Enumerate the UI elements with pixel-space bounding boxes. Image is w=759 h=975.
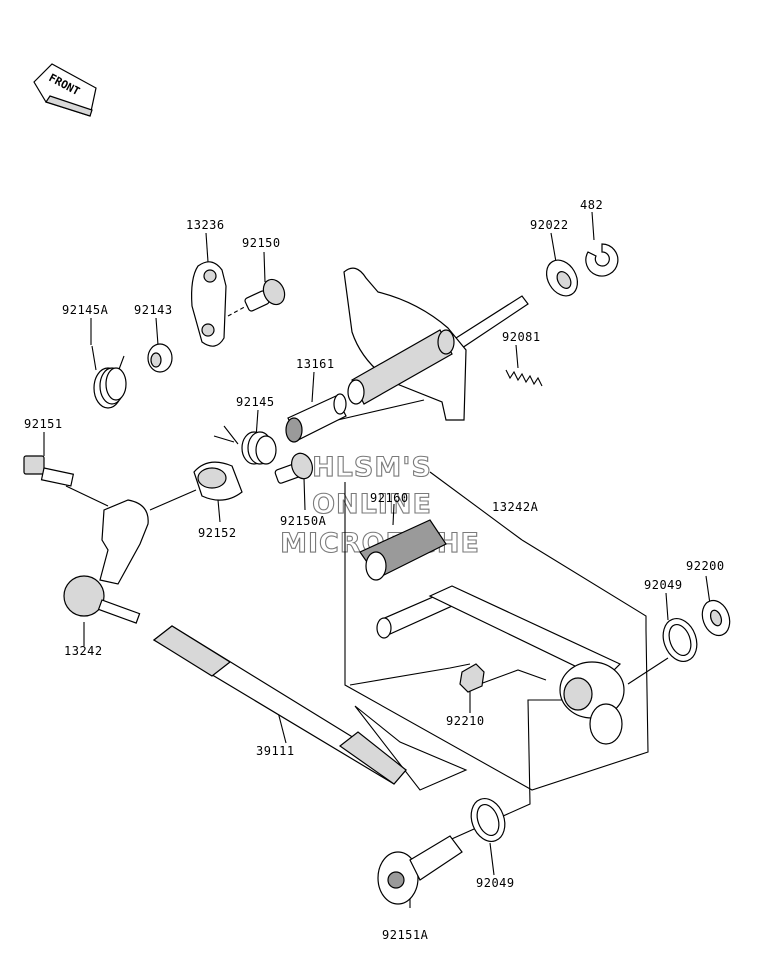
front-arrow-icon: FRONT [33, 63, 97, 117]
arm-13236 [191, 261, 227, 347]
spring-92145A [91, 345, 127, 409]
label-92200: 92200 [686, 559, 725, 573]
bolt-92151 [23, 455, 75, 487]
bolt-92151A [377, 835, 463, 905]
part-drawings [23, 243, 731, 905]
part-labels: 482 92022 13236 92150 92145A 92143 92081… [24, 198, 725, 942]
gear-13161 [285, 393, 347, 443]
label-92150: 92150 [242, 236, 281, 250]
rod-39111 [152, 625, 407, 785]
washer-92200 [701, 599, 731, 637]
spring-92081 [505, 369, 543, 387]
label-92152: 92152 [198, 526, 237, 540]
spring-92145 [213, 425, 277, 465]
label-92151A: 92151A [382, 928, 429, 942]
collar-92143 [147, 343, 173, 373]
label-13161: 13161 [296, 357, 335, 371]
label-482: 482 [580, 198, 603, 212]
rubber-92160 [359, 519, 447, 581]
nut-92210 [459, 663, 485, 693]
label-92210: 92210 [446, 714, 485, 728]
watermark-line-1: HLSM'S [312, 452, 432, 483]
collar-92152 [193, 461, 243, 501]
label-13242A: 13242A [492, 500, 539, 514]
washer-92022 [545, 259, 579, 297]
bolt-92150 [227, 278, 286, 317]
seal-92049-a [662, 618, 698, 662]
lever-13242A [376, 585, 625, 745]
label-39111: 39111 [256, 744, 295, 758]
label-92151: 92151 [24, 417, 63, 431]
seal-92049-b [470, 798, 506, 842]
circlip-482 [585, 243, 619, 277]
label-92160: 92160 [370, 491, 409, 505]
arm-13242 [63, 499, 149, 624]
bolt-92150A [274, 452, 313, 484]
label-92022: 92022 [530, 218, 569, 232]
label-92143: 92143 [134, 303, 173, 317]
label-92049-b: 92049 [476, 876, 515, 890]
label-13236: 13236 [186, 218, 225, 232]
label-92049-a: 92049 [644, 578, 683, 592]
label-13242: 13242 [64, 644, 103, 658]
label-92145A: 92145A [62, 303, 109, 317]
label-92081: 92081 [502, 330, 541, 344]
label-92145: 92145 [236, 395, 275, 409]
watermark-line-2: ONLINE [312, 489, 432, 520]
label-92150A: 92150A [280, 514, 327, 528]
shaft-assembly [343, 267, 529, 421]
